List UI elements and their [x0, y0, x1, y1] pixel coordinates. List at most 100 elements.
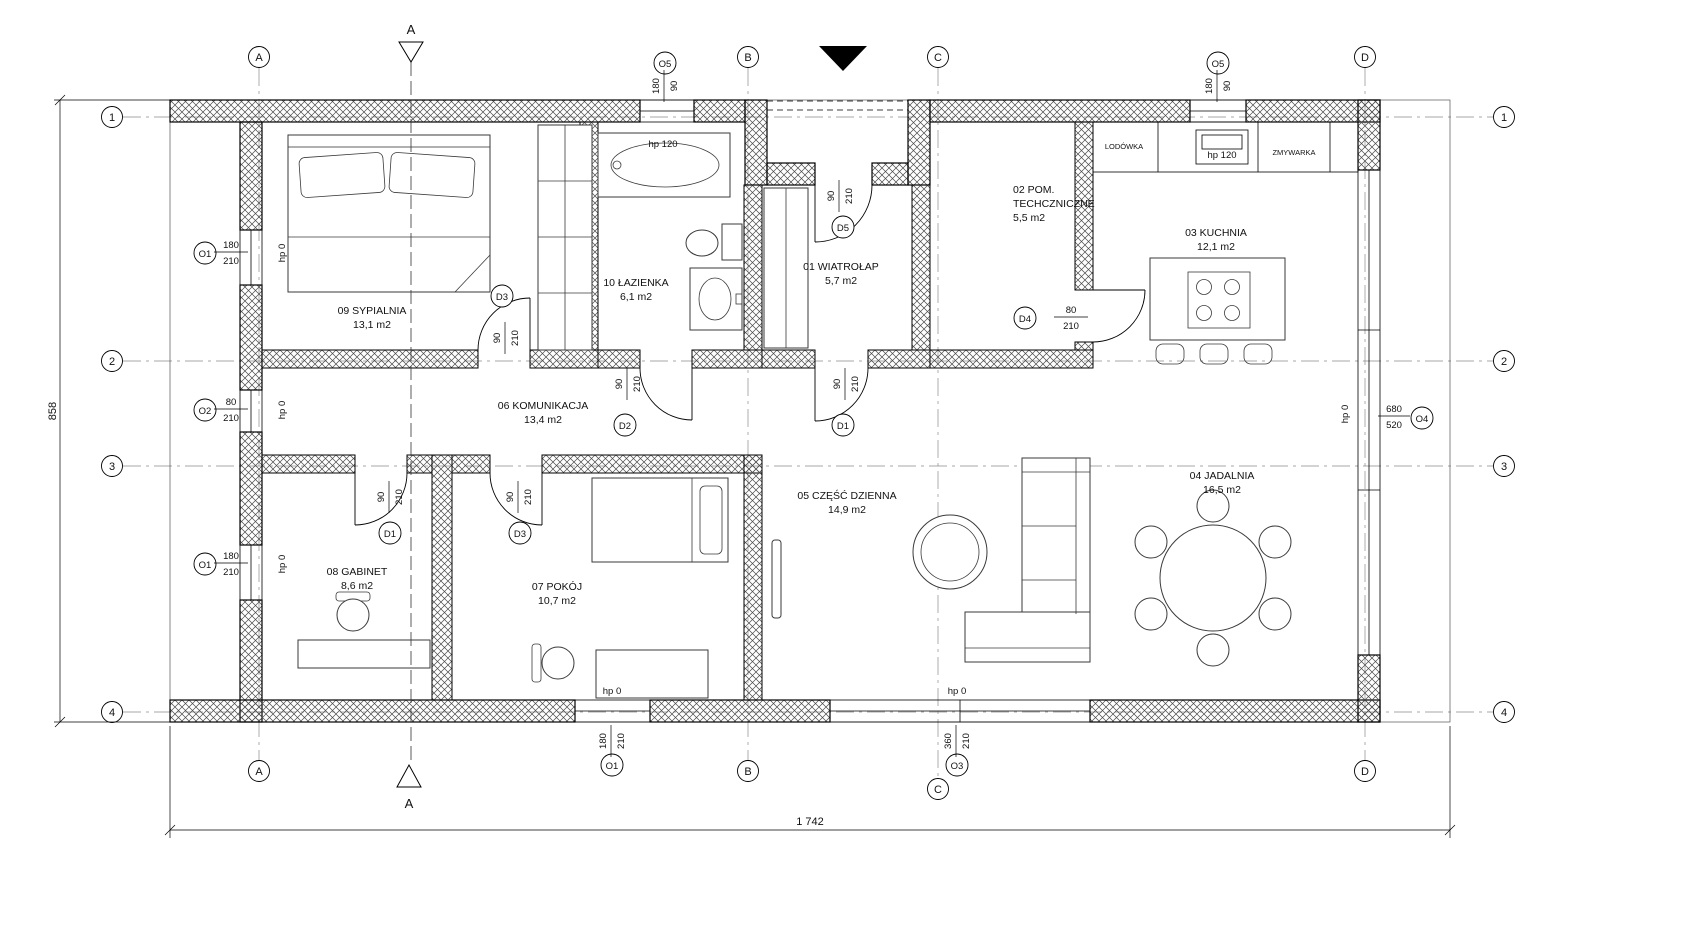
window-marker-o1-bottom: O1 [606, 761, 619, 772]
dim-d5-h: 210 [844, 188, 855, 204]
furniture-gabinet [297, 591, 431, 669]
kitchen-labels: LODÓWKA hp 120 ZMYWARKA [1105, 142, 1316, 161]
window-marker-o5-top-bathroom: O5 [659, 59, 672, 70]
axis-label-2-right: 2 [1501, 356, 1507, 368]
room-label-komunikacja: 06 KOMUNIKACJA [498, 400, 588, 412]
dim-o5-kitchen-w: 180 [1204, 78, 1215, 94]
dishwasher-label: ZMYWARKA [1272, 148, 1315, 157]
door-marker-d3-pokoj: D3 [514, 529, 526, 540]
door-d4-pom-techniczne [1092, 289, 1146, 343]
door-marker-d5: D5 [837, 223, 849, 234]
window-o4-right-glazing [1357, 169, 1381, 656]
dim-d1-gabinet-w: 90 [376, 492, 387, 503]
room-area-pokoj: 10,7 m2 [538, 595, 576, 607]
dim-o1-left-bottom-w: 180 [223, 551, 239, 562]
dim-o5-bathroom-h: 90 [669, 81, 680, 92]
dim-d3-sypialnia-w: 90 [492, 333, 503, 344]
hp-o1-left-top: hp 0 [277, 244, 288, 263]
doors [354, 184, 1146, 526]
furniture-wiatrolap [763, 187, 809, 349]
door-d5-entrance [814, 184, 873, 243]
door-marker-d4: D4 [1019, 314, 1031, 325]
dim-o2-left-w: 80 [226, 397, 237, 408]
room-label-sypialnia: 09 SYPIALNIA [338, 305, 407, 317]
dim-o4-w: 680 [1386, 404, 1402, 415]
hp-o1-left-bottom: hp 0 [277, 555, 288, 574]
door-d1-wiatrolap [814, 367, 869, 422]
hp-o3-bottom: hp 0 [948, 686, 967, 697]
window-o1-bottom [574, 699, 651, 723]
door-marker-d1-gabinet: D1 [384, 529, 396, 540]
room-label-wiatrolap: 01 WIATROŁAP [803, 261, 879, 273]
door-marker-d3-sypialnia: D3 [496, 292, 508, 303]
window-o1-left-bottom [239, 544, 263, 601]
section-triangle-bottom [396, 763, 422, 788]
dim-o4-h: 520 [1386, 420, 1402, 431]
room-area-jadalnia: 16,5 m2 [1203, 484, 1241, 496]
dim-d1-wiatrolap-h: 210 [850, 376, 861, 392]
window-o5-top-kitchen [1189, 99, 1247, 123]
axis-label-a-top: A [255, 52, 263, 64]
dim-d4-h: 210 [1063, 321, 1079, 332]
dim-d3-pokoj-w: 90 [505, 492, 516, 503]
window-marker-o2-left: O2 [199, 406, 212, 417]
dim-d2-w: 90 [614, 379, 625, 390]
exterior-walls [169, 99, 1381, 723]
dim-d3-pokoj-h: 210 [523, 489, 534, 505]
room-label-gabinet: 08 GABINET [327, 566, 388, 578]
window-o2-left [239, 389, 263, 433]
hp-o5-bathroom: hp 120 [648, 139, 677, 150]
room-area-czesc-dzienna: 14,9 m2 [828, 504, 866, 516]
dim-d5-w: 90 [826, 191, 837, 202]
furniture-pokoj [531, 477, 729, 699]
axis-label-1-right: 1 [1501, 112, 1507, 124]
axis-label-b-bottom: B [744, 766, 751, 778]
section-triangle-top [398, 41, 424, 63]
axis-label-c-bottom: C [934, 784, 942, 796]
furniture-kitchen [1092, 121, 1359, 365]
window-marker-o1-left-top: O1 [199, 249, 212, 260]
axis-label-d-bottom: D [1361, 766, 1369, 778]
axis-label-a-bottom: A [255, 766, 263, 778]
dim-o5-bathroom-w: 180 [651, 78, 662, 94]
window-o5-top-bathroom [639, 99, 695, 123]
window-marker-o4-right: O4 [1416, 414, 1429, 425]
room-area-wiatrolap: 5,7 m2 [825, 275, 857, 287]
window-marker-o1-left-bottom: O1 [199, 560, 212, 571]
sill-height-labels: hp 0 hp 0 hp 0 hp 0 hp 120 hp 0 hp 0 [277, 139, 1351, 697]
furniture-sypialnia [287, 124, 593, 351]
door-d1-gabinet [354, 472, 408, 526]
axis-label-4-right: 4 [1501, 707, 1507, 719]
room-label-pokoj: 07 POKÓJ [532, 580, 582, 593]
interior-walls [261, 121, 1094, 701]
dim-o1-left-top-h: 210 [223, 256, 239, 267]
room-label-pom-techniczne: 02 POM. [1013, 184, 1054, 196]
room-area-komunikacja: 13,4 m2 [524, 414, 562, 426]
door-d3-sypialnia [477, 297, 531, 351]
dim-o1-bottom-w: 180 [598, 733, 609, 749]
window-marker-o5-top-kitchen: O5 [1212, 59, 1225, 70]
dim-o3-bottom-h: 210 [961, 733, 972, 749]
room-label-czesc-dzienna: 05 CZĘŚĆ DZIENNA [797, 489, 896, 502]
dim-o1-left-bottom-h: 210 [223, 567, 239, 578]
opening-dims-rotated: 90 210 90 210 90 210 90 210 90 210 90 210 180 9… [376, 70, 1233, 757]
axis-label-4-left: 4 [109, 707, 115, 719]
room-label-jadalnia: 04 JADALNIA [1190, 470, 1255, 482]
section-label-bottom: A [405, 796, 414, 811]
hp-o2-left: hp 0 [277, 401, 288, 420]
furniture-living [771, 457, 1091, 663]
dim-d3-sypialnia-h: 210 [510, 330, 521, 346]
hp-o1-bottom: hp 0 [603, 686, 622, 697]
room-area-lazienka: 6,1 m2 [620, 291, 652, 303]
axis-label-1-left: 1 [109, 112, 115, 124]
furniture-jadalnia [1134, 489, 1292, 667]
dim-o5-kitchen-h: 90 [1222, 81, 1233, 92]
dim-o1-left-top-w: 180 [223, 240, 239, 251]
sink-height-label: hp 120 [1207, 150, 1236, 161]
room-labels: 09 SYPIALNIA 13,1 m2 10 ŁAZIENKA 6,1 m2 … [327, 184, 1255, 607]
room-label-kuchnia: 03 KUCHNIA [1185, 227, 1247, 239]
overall-height-dim: 858 [47, 402, 59, 420]
door-markers: D3 D2 D1 D5 D4 D1 D3 [378, 215, 1037, 545]
